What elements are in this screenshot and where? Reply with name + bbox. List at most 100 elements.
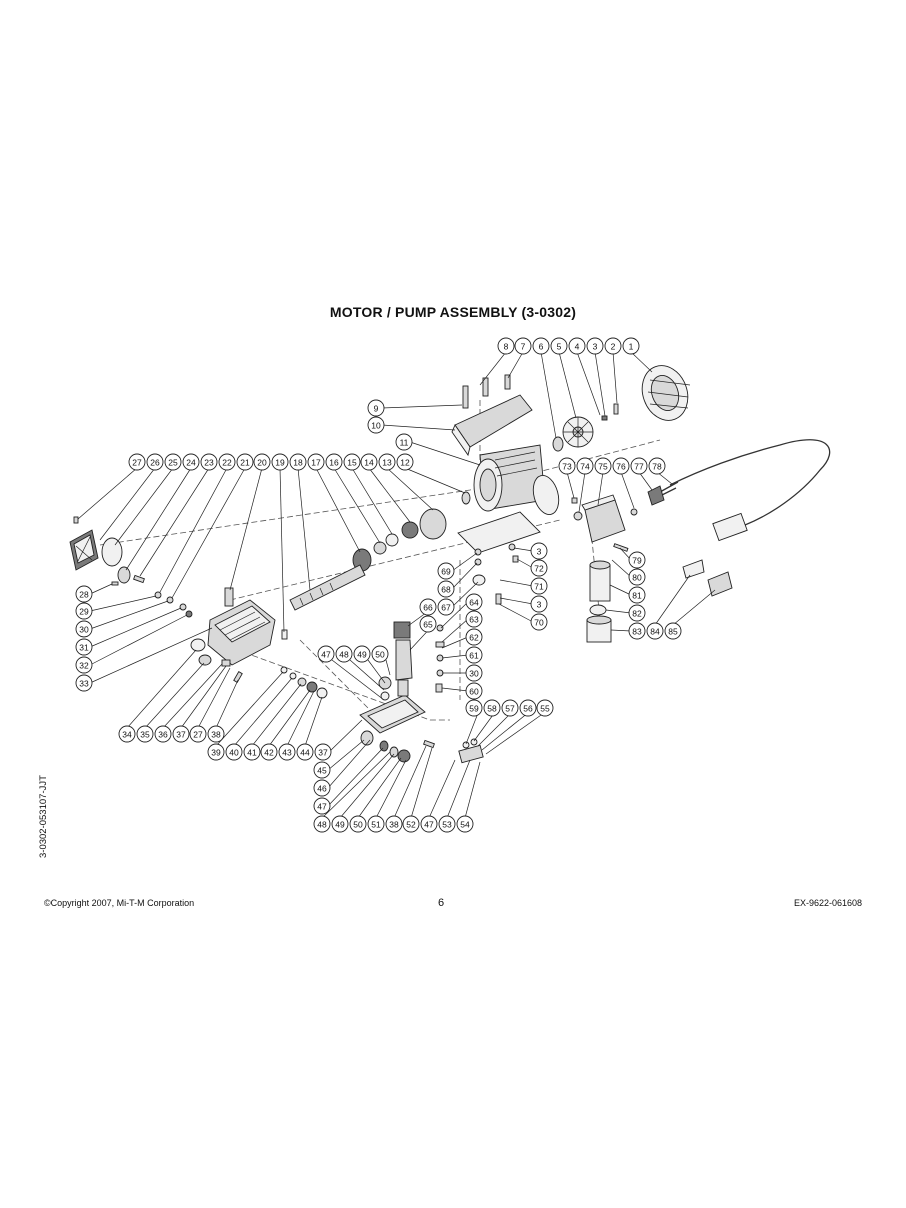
callout-label: 66: [423, 603, 433, 613]
callout-42: 42: [260, 743, 278, 761]
callout-label: 53: [442, 820, 452, 830]
callout-label: 63: [469, 615, 479, 625]
callout-label: 80: [632, 573, 642, 583]
callout-23: 23: [200, 453, 218, 471]
callout-63: 63: [465, 610, 483, 628]
callout-label: 24: [186, 458, 196, 468]
callout-56: 56: [519, 699, 537, 717]
pump-plug-parts: [190, 638, 243, 683]
callout-label: 77: [634, 462, 644, 472]
motor-shroud-part: [451, 374, 533, 457]
callout-label: 65: [423, 620, 433, 630]
callout-8: 8: [497, 337, 515, 355]
callout-57: 57: [501, 699, 519, 717]
callout-80: 80: [628, 568, 646, 586]
callout-label: 19: [275, 458, 285, 468]
inlet-flange-part: [69, 516, 123, 571]
piston-seal-parts: [111, 566, 193, 618]
callout-72: 72: [530, 559, 548, 577]
callout-41: 41: [243, 743, 261, 761]
callout-label: 51: [371, 820, 381, 830]
callout-label: 74: [580, 462, 590, 472]
callout-label: 6: [539, 342, 544, 352]
callout-label: 70: [534, 618, 544, 628]
callout-58: 58: [483, 699, 501, 717]
manifold-part: [359, 694, 484, 764]
callout-81: 81: [628, 586, 646, 604]
callout-16: 16: [325, 453, 343, 471]
callout-49: 49: [331, 815, 349, 833]
callout-37: 37: [314, 743, 332, 761]
callout-34: 34: [118, 725, 136, 743]
callout-37: 37: [172, 725, 190, 743]
callout-label: 49: [335, 820, 345, 830]
callout-label: 60: [469, 687, 479, 697]
callout-1: 1: [622, 337, 640, 355]
callout-label: 56: [523, 704, 533, 714]
callout-label: 31: [79, 643, 89, 653]
callout-label: 39: [211, 748, 221, 758]
callout-59: 59: [465, 699, 483, 717]
callout-label: 34: [122, 730, 132, 740]
callout-label: 47: [317, 802, 327, 812]
callout-label: 64: [469, 598, 479, 608]
callout-52: 52: [402, 815, 420, 833]
callout-45: 45: [313, 761, 331, 779]
callout-75: 75: [594, 457, 612, 475]
callout-36: 36: [154, 725, 172, 743]
callout-11: 11: [395, 433, 413, 451]
callout-label: 57: [505, 704, 515, 714]
callout-2: 2: [604, 337, 622, 355]
callout-label: 48: [339, 650, 349, 660]
callout-22: 22: [218, 453, 236, 471]
callout-label: 54: [460, 820, 470, 830]
callout-label: 2: [611, 342, 616, 352]
callout-label: 41: [247, 748, 257, 758]
callout-6: 6: [532, 337, 550, 355]
callout-3: 3: [530, 542, 548, 560]
callout-76: 76: [612, 457, 630, 475]
base-plate-part: [457, 511, 541, 554]
callout-label: 16: [329, 458, 339, 468]
callout-label: 20: [257, 458, 267, 468]
callout-71: 71: [530, 577, 548, 595]
valve-ring-parts: [280, 666, 328, 699]
callout-30: 30: [75, 620, 93, 638]
callout-27: 27: [189, 725, 207, 743]
callout-77: 77: [630, 457, 648, 475]
callout-78: 78: [648, 457, 666, 475]
callout-24: 24: [182, 453, 200, 471]
callout-label: 11: [400, 438, 409, 448]
callout-label: 38: [211, 730, 221, 740]
callout-label: 18: [293, 458, 303, 468]
callout-label: 73: [562, 462, 572, 472]
callout-label: 7: [521, 342, 526, 352]
base-hardware-parts: [472, 543, 519, 605]
callout-label: 42: [264, 748, 274, 758]
callout-label: 8: [504, 342, 509, 352]
callout-28: 28: [75, 585, 93, 603]
callout-74: 74: [576, 457, 594, 475]
callout-label: 35: [140, 730, 150, 740]
callout-label: 72: [534, 564, 544, 574]
capacitor-box-part: [571, 494, 638, 643]
callout-7: 7: [514, 337, 532, 355]
power-cord-part: [647, 439, 831, 597]
callout-17: 17: [307, 453, 325, 471]
callout-label: 9: [374, 404, 379, 414]
callout-50: 50: [349, 815, 367, 833]
callout-5: 5: [550, 337, 568, 355]
callout-12: 12: [396, 453, 414, 471]
callout-label: 76: [616, 462, 626, 472]
callout-33: 33: [75, 674, 93, 692]
callout-53: 53: [438, 815, 456, 833]
page-number: 6: [438, 897, 445, 909]
callout-label: 10: [371, 421, 381, 431]
callout-label: 28: [79, 590, 89, 600]
motor-body-part: [473, 444, 560, 516]
fan-cover-part: [641, 365, 691, 421]
callout-25: 25: [164, 453, 182, 471]
callout-73: 73: [558, 457, 576, 475]
callout-label: 29: [79, 607, 89, 617]
callout-9: 9: [367, 399, 385, 417]
